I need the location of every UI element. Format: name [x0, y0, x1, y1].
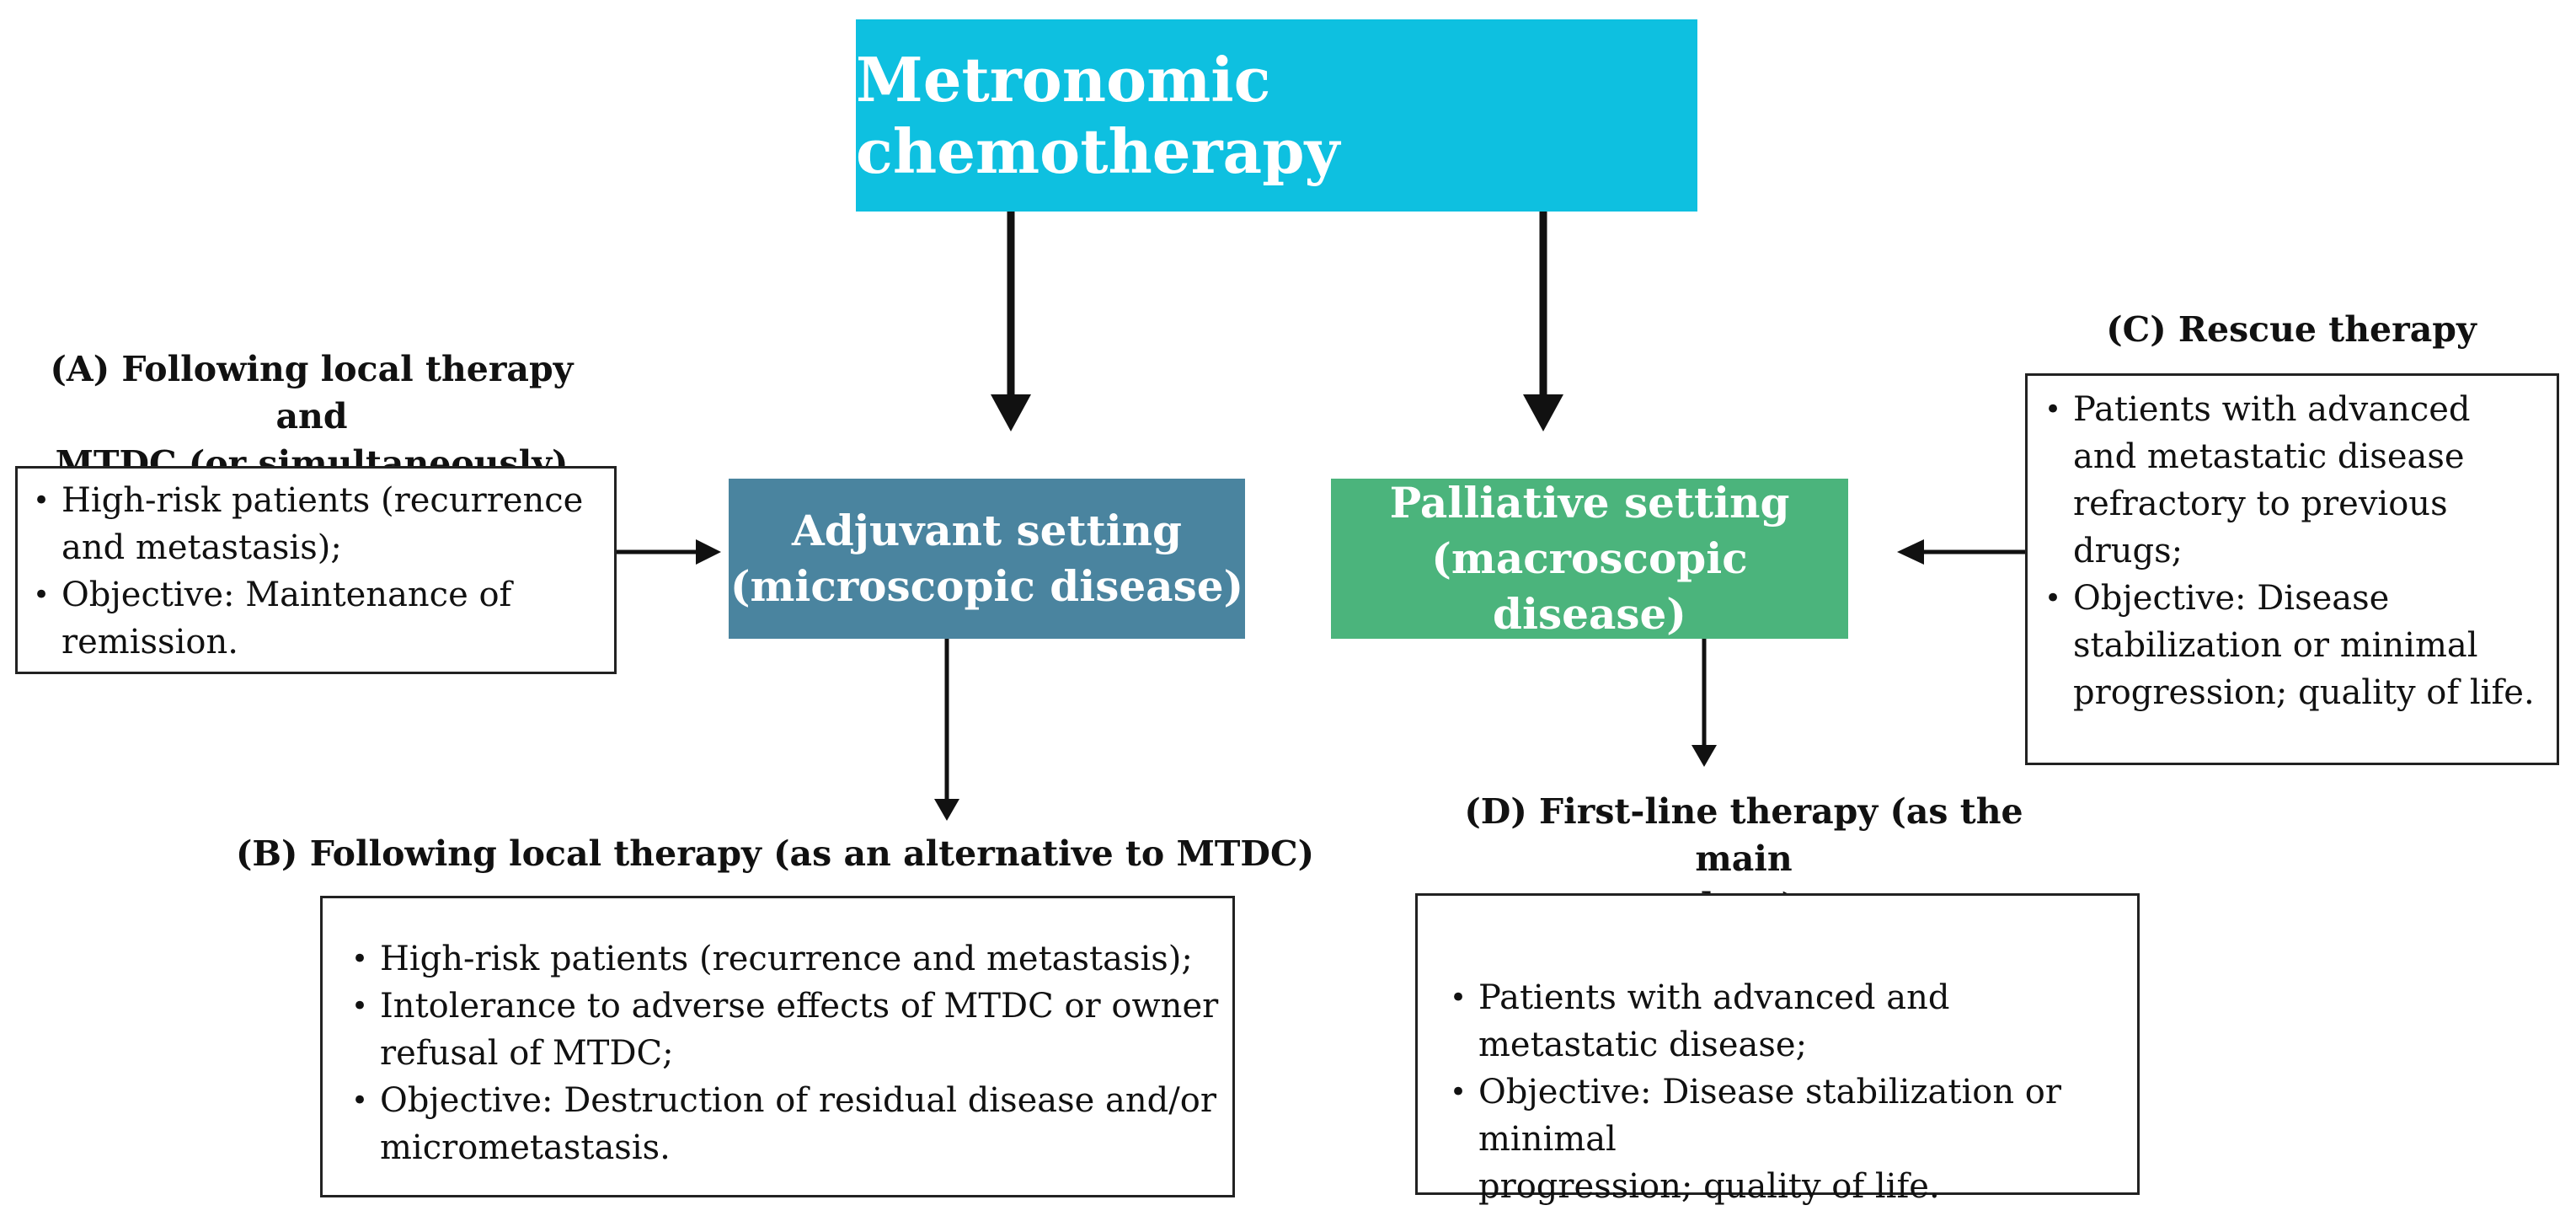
metronomic-chemotherapy-title: Metronomic chemotherapy — [856, 44, 1340, 187]
section-b-bullet: Objective: Destruction of residual disea… — [346, 1077, 1224, 1171]
bullet-line: micrometastasis. — [380, 1128, 671, 1167]
section-c-box: Patients with advanced and metastatic di… — [2025, 373, 2559, 765]
section-b-bullet: Intolerance to adverse effects of MTDC o… — [346, 983, 1224, 1077]
adjuvant-setting-sublabel: (microscopic disease) — [730, 561, 1244, 611]
section-d-bullet: Patients with advanced and metastatic di… — [1445, 974, 2129, 1069]
section-b-box: High-risk patients (recurrence and metas… — [320, 896, 1235, 1197]
bullet-line: refractory to previous — [2073, 485, 2448, 523]
section-c-bullet: Objective: Disease stabilization or mini… — [2039, 575, 2550, 716]
bullet-line: Patients with advanced and metastatic di… — [1478, 978, 1950, 1064]
bullet-line: Objective: Disease stabilization or mini… — [1478, 1073, 2062, 1159]
section-c-bullet: Patients with advanced and metastatic di… — [2039, 386, 2550, 575]
bullet-line: Objective: Destruction of residual disea… — [380, 1081, 1216, 1120]
adjuvant-setting-box: Adjuvant setting (microscopic disease) — [729, 479, 1245, 639]
palliative-setting-label: Palliative setting — [1389, 478, 1790, 528]
bullet-line: and metastatic disease — [2073, 437, 2465, 476]
bullet-line: remission. — [61, 623, 238, 662]
bullet-line: High-risk patients (recurrence and metas… — [380, 940, 1193, 978]
bullet-line: stabilization or minimal — [2073, 626, 2478, 665]
arrowhead-palliative-to-d — [1692, 745, 1717, 767]
bullet-line: Objective: Disease — [2073, 579, 2390, 618]
arrowhead-top-to-palliative — [1523, 394, 1563, 431]
arrowhead-a-to-adjuvant — [696, 539, 721, 565]
palliative-setting-box: Palliative setting (macroscopic disease) — [1331, 478, 1848, 639]
arrowhead-top-to-adjuvant — [991, 394, 1031, 431]
bullet-line: Patients with advanced — [2073, 390, 2471, 429]
bullet-line: Intolerance to adverse effects of MTDC o… — [380, 987, 1219, 1026]
arrowhead-adjuvant-to-b — [934, 799, 959, 821]
arrowhead-c-to-palliative — [1897, 539, 1924, 565]
section-a-bullet: High-risk patients (recurrence and metas… — [28, 477, 606, 571]
palliative-setting-sublabel: (macroscopic disease) — [1431, 533, 1748, 639]
section-d-box: Patients with advanced and metastatic di… — [1415, 893, 2140, 1206]
metronomic-chemotherapy-box: Metronomic chemotherapy — [856, 19, 1697, 212]
section-d-bullet: Objective: Disease stabilization or mini… — [1445, 1069, 2129, 1210]
section-a-box: High-risk patients (recurrence and metas… — [15, 466, 617, 674]
section-d-heading-line1: (D) First-line therapy (as the main — [1464, 791, 2023, 879]
adjuvant-setting-label: Adjuvant setting — [792, 506, 1182, 555]
bullet-line: drugs; — [2073, 532, 2183, 571]
section-a-bullet: Objective: Maintenance of remission. — [28, 571, 606, 666]
bullet-line: refusal of MTDC; — [380, 1034, 674, 1073]
section-b-bullet: High-risk patients (recurrence and metas… — [346, 935, 1224, 983]
bullet-line: progression; quality of life. — [1478, 1167, 1940, 1206]
section-a-heading: (A) Following local therapy and MTDC (or… — [17, 346, 607, 487]
section-b-heading: (B) Following local therapy (as an alter… — [236, 833, 1314, 874]
bullet-line: and metastasis); — [61, 528, 342, 567]
section-c-heading: (C) Rescue therapy — [2106, 309, 2477, 350]
section-a-heading-line1: (A) Following local therapy and — [50, 349, 574, 437]
bullet-line: Objective: Maintenance of — [61, 576, 512, 614]
bullet-line: progression; quality of life. — [2073, 673, 2535, 712]
bullet-line: High-risk patients (recurrence — [61, 481, 584, 520]
